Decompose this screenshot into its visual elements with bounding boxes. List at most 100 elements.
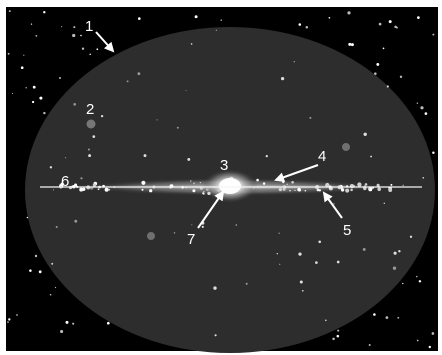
background-star xyxy=(417,16,420,19)
background-star xyxy=(378,22,382,26)
sky-star xyxy=(280,76,285,81)
background-star xyxy=(428,345,431,349)
sky-star xyxy=(74,219,78,223)
background-star xyxy=(416,102,419,104)
sky-star xyxy=(187,157,191,161)
bulge-core xyxy=(219,178,241,194)
background-star xyxy=(25,87,27,89)
disk-star xyxy=(282,181,285,184)
sky-star xyxy=(92,135,96,138)
sky-star xyxy=(422,176,425,179)
background-star xyxy=(348,42,352,46)
disk-star xyxy=(388,188,393,192)
label-2: 2 xyxy=(86,101,94,118)
background-star xyxy=(89,53,91,56)
background-star xyxy=(347,11,351,15)
arrow-7 xyxy=(197,190,225,229)
sky-star xyxy=(80,177,83,180)
sky-star xyxy=(336,260,340,264)
disk-star xyxy=(367,187,370,190)
background-star xyxy=(81,47,85,50)
background-star xyxy=(385,316,389,319)
disk-star xyxy=(79,187,84,192)
disk-star xyxy=(82,187,86,191)
background-star xyxy=(432,33,435,36)
label-5: 5 xyxy=(343,222,351,239)
sky-star xyxy=(363,132,367,136)
disk-star xyxy=(353,185,355,187)
background-star xyxy=(332,337,335,341)
disk-star xyxy=(286,183,288,186)
background-star xyxy=(43,111,46,115)
sky-star xyxy=(51,262,54,265)
sky-star xyxy=(52,189,55,191)
disk-star xyxy=(345,188,350,193)
sky-star xyxy=(213,286,217,290)
disk-star xyxy=(74,183,78,187)
arrow-1 xyxy=(95,31,115,53)
disk-star xyxy=(149,189,153,193)
disk-star xyxy=(190,180,192,182)
sky-star xyxy=(370,155,373,158)
background-star xyxy=(60,329,64,334)
background-star xyxy=(43,11,46,14)
disk-star xyxy=(351,184,353,186)
background-star xyxy=(368,344,371,346)
label-3: 3 xyxy=(220,157,228,174)
foreground-stars xyxy=(49,29,425,337)
dim-galaxy-dot xyxy=(342,143,350,151)
sky-star xyxy=(383,202,385,204)
background-star xyxy=(376,62,380,66)
background-star xyxy=(431,332,435,335)
disk-star xyxy=(350,188,353,192)
background-star xyxy=(31,100,35,104)
disk-star xyxy=(340,188,345,192)
dim-galaxy-dot xyxy=(86,119,96,129)
sky-star xyxy=(137,72,141,76)
sky-star xyxy=(393,251,397,255)
background-star xyxy=(32,85,36,89)
background-star xyxy=(388,20,392,24)
background-star xyxy=(350,43,354,47)
disk-star xyxy=(370,188,372,190)
background-star xyxy=(106,321,110,325)
disk-star xyxy=(316,188,320,192)
sky-star xyxy=(87,148,90,151)
sky-star xyxy=(88,154,92,158)
disk-star xyxy=(92,183,97,187)
sky-star xyxy=(55,225,58,229)
disk-star xyxy=(298,189,301,192)
arrow-5 xyxy=(322,191,343,219)
disk-star xyxy=(193,182,195,184)
background-star xyxy=(137,17,141,20)
background-star xyxy=(49,293,52,296)
background-star xyxy=(373,313,376,316)
sky-star xyxy=(185,90,187,92)
background-star xyxy=(402,282,404,285)
arrow-4 xyxy=(274,164,319,183)
sky-star xyxy=(73,103,76,106)
disk-star xyxy=(141,180,146,185)
background-star xyxy=(220,19,222,21)
label-1: 1 xyxy=(85,18,93,35)
background-star xyxy=(305,26,309,29)
disk-star xyxy=(376,183,380,187)
sky-star xyxy=(333,203,335,205)
sky-star xyxy=(156,119,158,121)
background-star xyxy=(298,23,302,26)
sky-star xyxy=(214,334,217,337)
sky-star xyxy=(279,263,281,265)
background-star xyxy=(61,26,63,28)
sky-star xyxy=(278,232,280,234)
background-star xyxy=(336,334,340,338)
background-star xyxy=(20,66,24,70)
background-star xyxy=(432,151,435,154)
background-star xyxy=(80,34,82,37)
background-star xyxy=(416,339,419,342)
sky-star xyxy=(126,80,129,83)
disk-star xyxy=(318,189,321,192)
disk-star xyxy=(192,189,196,193)
sky-star xyxy=(362,247,366,251)
disk-star xyxy=(262,182,266,185)
